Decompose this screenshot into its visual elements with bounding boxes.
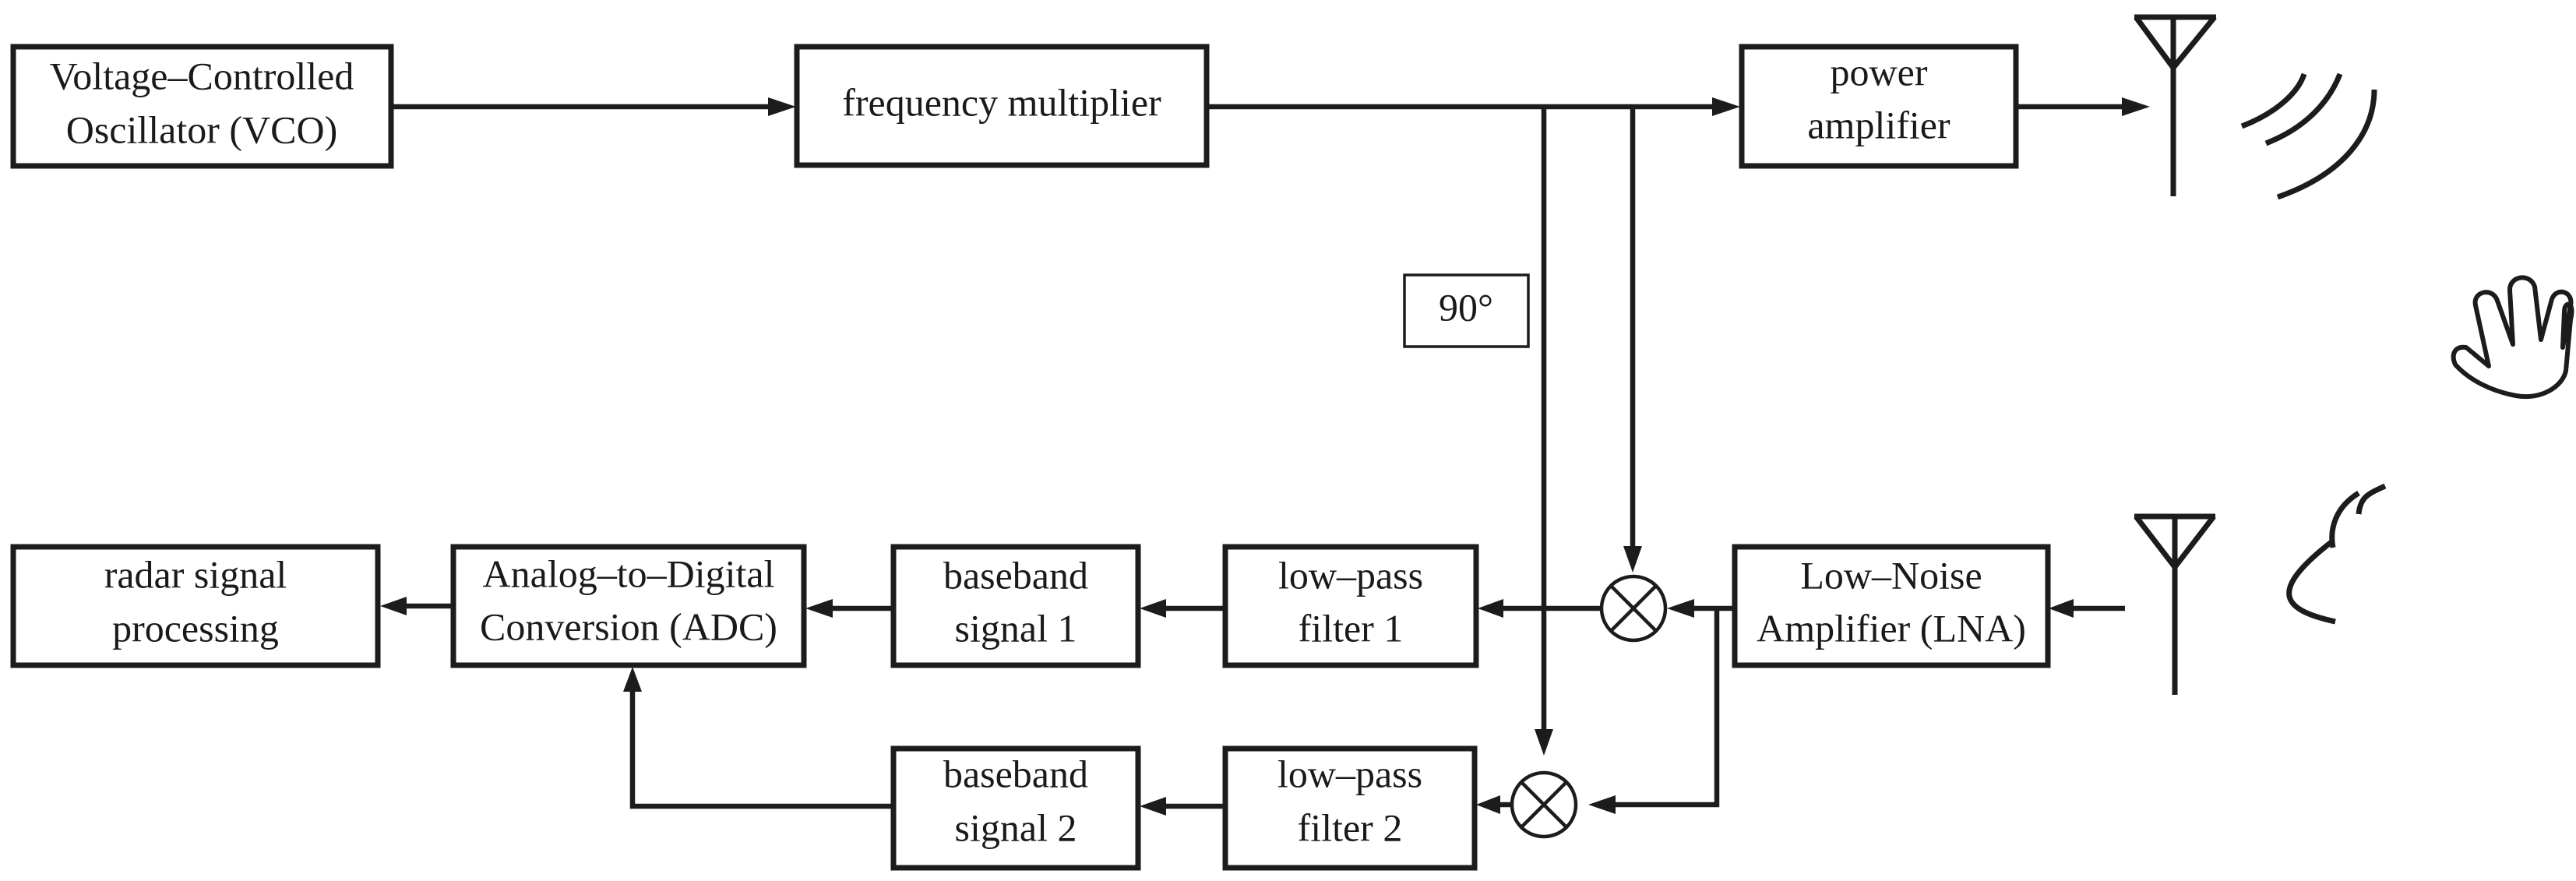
arrowhead [380,597,407,615]
vco-label-line2: Oscillator (VCO) [66,107,338,151]
mixer-1-circled-x-icon [1599,574,1668,643]
vco-block: Voltage–Controlled Oscillator (VCO) [10,44,394,169]
arrowhead [2049,599,2074,618]
adc-block: Analog–to–Digital Conversion (ADC) [450,544,807,668]
arrowhead [623,667,642,692]
multiplier-label: frequency multiplier [842,80,1161,124]
pa-label-line1: power [1831,50,1928,93]
lna-block: Low–Noise Amplifier (LNA) [1732,544,2051,668]
adc-label-line2: Conversion (ADC) [480,604,777,648]
arrowhead [1140,599,1166,618]
rx-waves-radio-wave-icon [2286,483,2387,625]
arrowhead [768,97,796,116]
radar-signal-processing-block: radar signal processing [10,544,381,668]
tx-waves-radio-wave-icon [2240,72,2377,200]
wire-bb2-to-adc [629,692,892,809]
lna-label-line1: Low–Noise [1800,553,1982,597]
mixer-2-circled-x-icon [1510,770,1578,839]
arrowhead [1476,795,1500,814]
arrowhead [1478,599,1503,618]
arrowhead [1623,546,1642,573]
wire-lna-to-mixer2 [1616,608,1720,808]
lpf1-label-line2: filter 1 [1299,606,1404,650]
lna-label-line2: Amplifier (LNA) [1757,606,2026,650]
frequency-multiplier-block: frequency multiplier [794,44,1210,168]
arrowhead [1535,729,1553,756]
arrowhead [1588,795,1616,814]
baseband-signal-1-block: baseband signal 1 [890,544,1141,668]
low-pass-filter-1-block: low–pass filter 1 [1222,544,1479,668]
tx-antenna-icon [2134,14,2217,196]
rx-antenna-icon [2134,513,2216,695]
power-amplifier-block: power amplifier [1739,44,2019,169]
arrowhead [1667,599,1694,618]
phase-shifter-block: 90° [1403,273,1530,348]
lpf2-label-line2: filter 2 [1298,805,1403,849]
low-pass-filter-2-block: low–pass filter 2 [1222,745,1478,871]
adc-label-line1: Analog–to–Digital [483,552,775,595]
arrowhead [805,599,833,618]
bb1-label-line1: baseband [943,553,1088,597]
arrowhead [1712,97,1740,116]
bb2-label-line1: baseband [943,752,1088,795]
dsp-label-line2: processing [112,606,279,650]
dsp-label-line1: radar signal [104,552,287,596]
signal-wires [380,97,2150,816]
arrowhead [2122,97,2150,116]
arrowhead [1140,797,1166,816]
pa-label-line2: amplifier [1807,103,1951,146]
lpf1-label-line1: low–pass [1278,553,1423,597]
target-hand-icon [2451,275,2574,400]
bb1-label-line2: signal 1 [955,606,1077,650]
baseband-signal-2-block: baseband signal 2 [890,745,1141,871]
phase-shift-label: 90° [1439,285,1493,329]
bb2-label-line2: signal 2 [955,805,1077,849]
lpf2-label-line1: low–pass [1277,752,1422,795]
vco-label-line1: Voltage–Controlled [50,54,354,97]
